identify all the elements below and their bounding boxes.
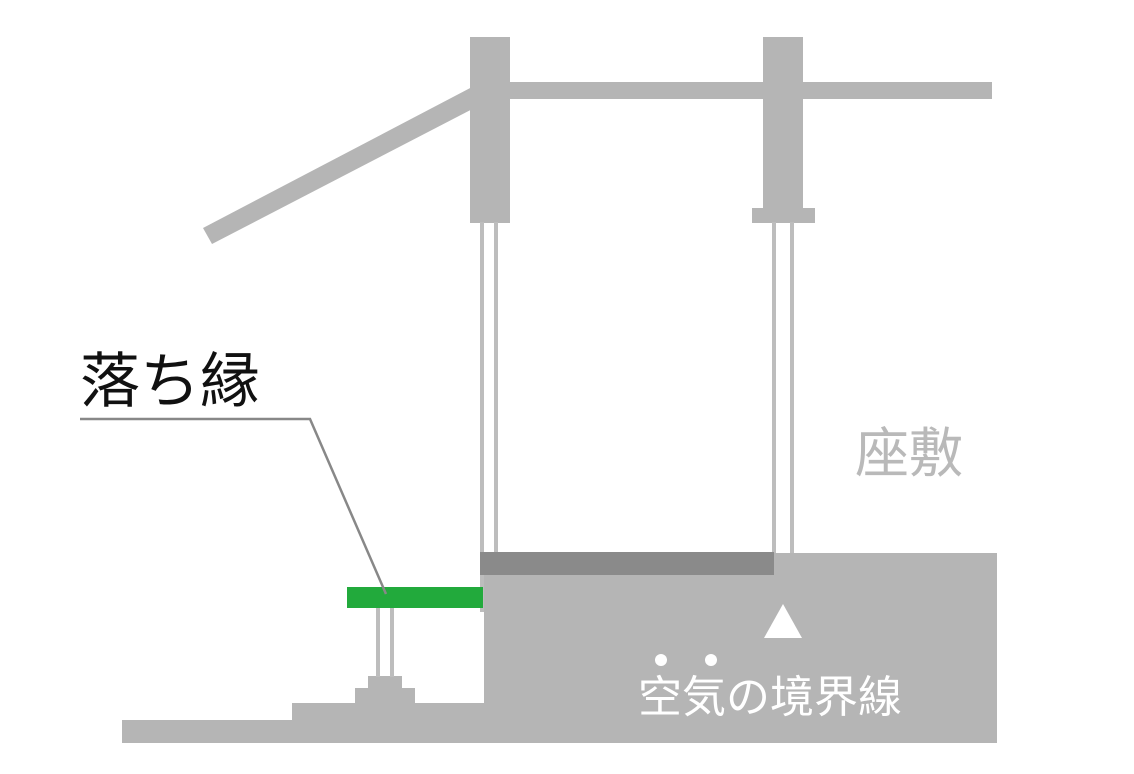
roof-rafter xyxy=(203,86,484,244)
leader-line xyxy=(80,417,388,595)
ochien-label: 落ち縁 xyxy=(80,347,260,417)
post-right xyxy=(763,37,803,209)
roof-beam xyxy=(470,82,992,99)
emphasis-dot xyxy=(655,654,667,666)
ground-line xyxy=(122,720,997,743)
zashiki-label: 座敷 xyxy=(855,422,963,485)
screen-left xyxy=(480,222,498,612)
emphasis-dot xyxy=(705,654,717,666)
triangle-up-icon xyxy=(764,604,802,638)
sill xyxy=(480,552,774,575)
foundation-stone xyxy=(292,676,484,721)
boundary-label: 空気の境界線 xyxy=(638,672,902,723)
ochien-board xyxy=(347,587,483,608)
post-right-lintel xyxy=(752,208,815,223)
veranda-support xyxy=(376,607,394,677)
post-left xyxy=(470,37,510,223)
floor-body xyxy=(484,553,997,743)
screen-right xyxy=(772,222,794,554)
